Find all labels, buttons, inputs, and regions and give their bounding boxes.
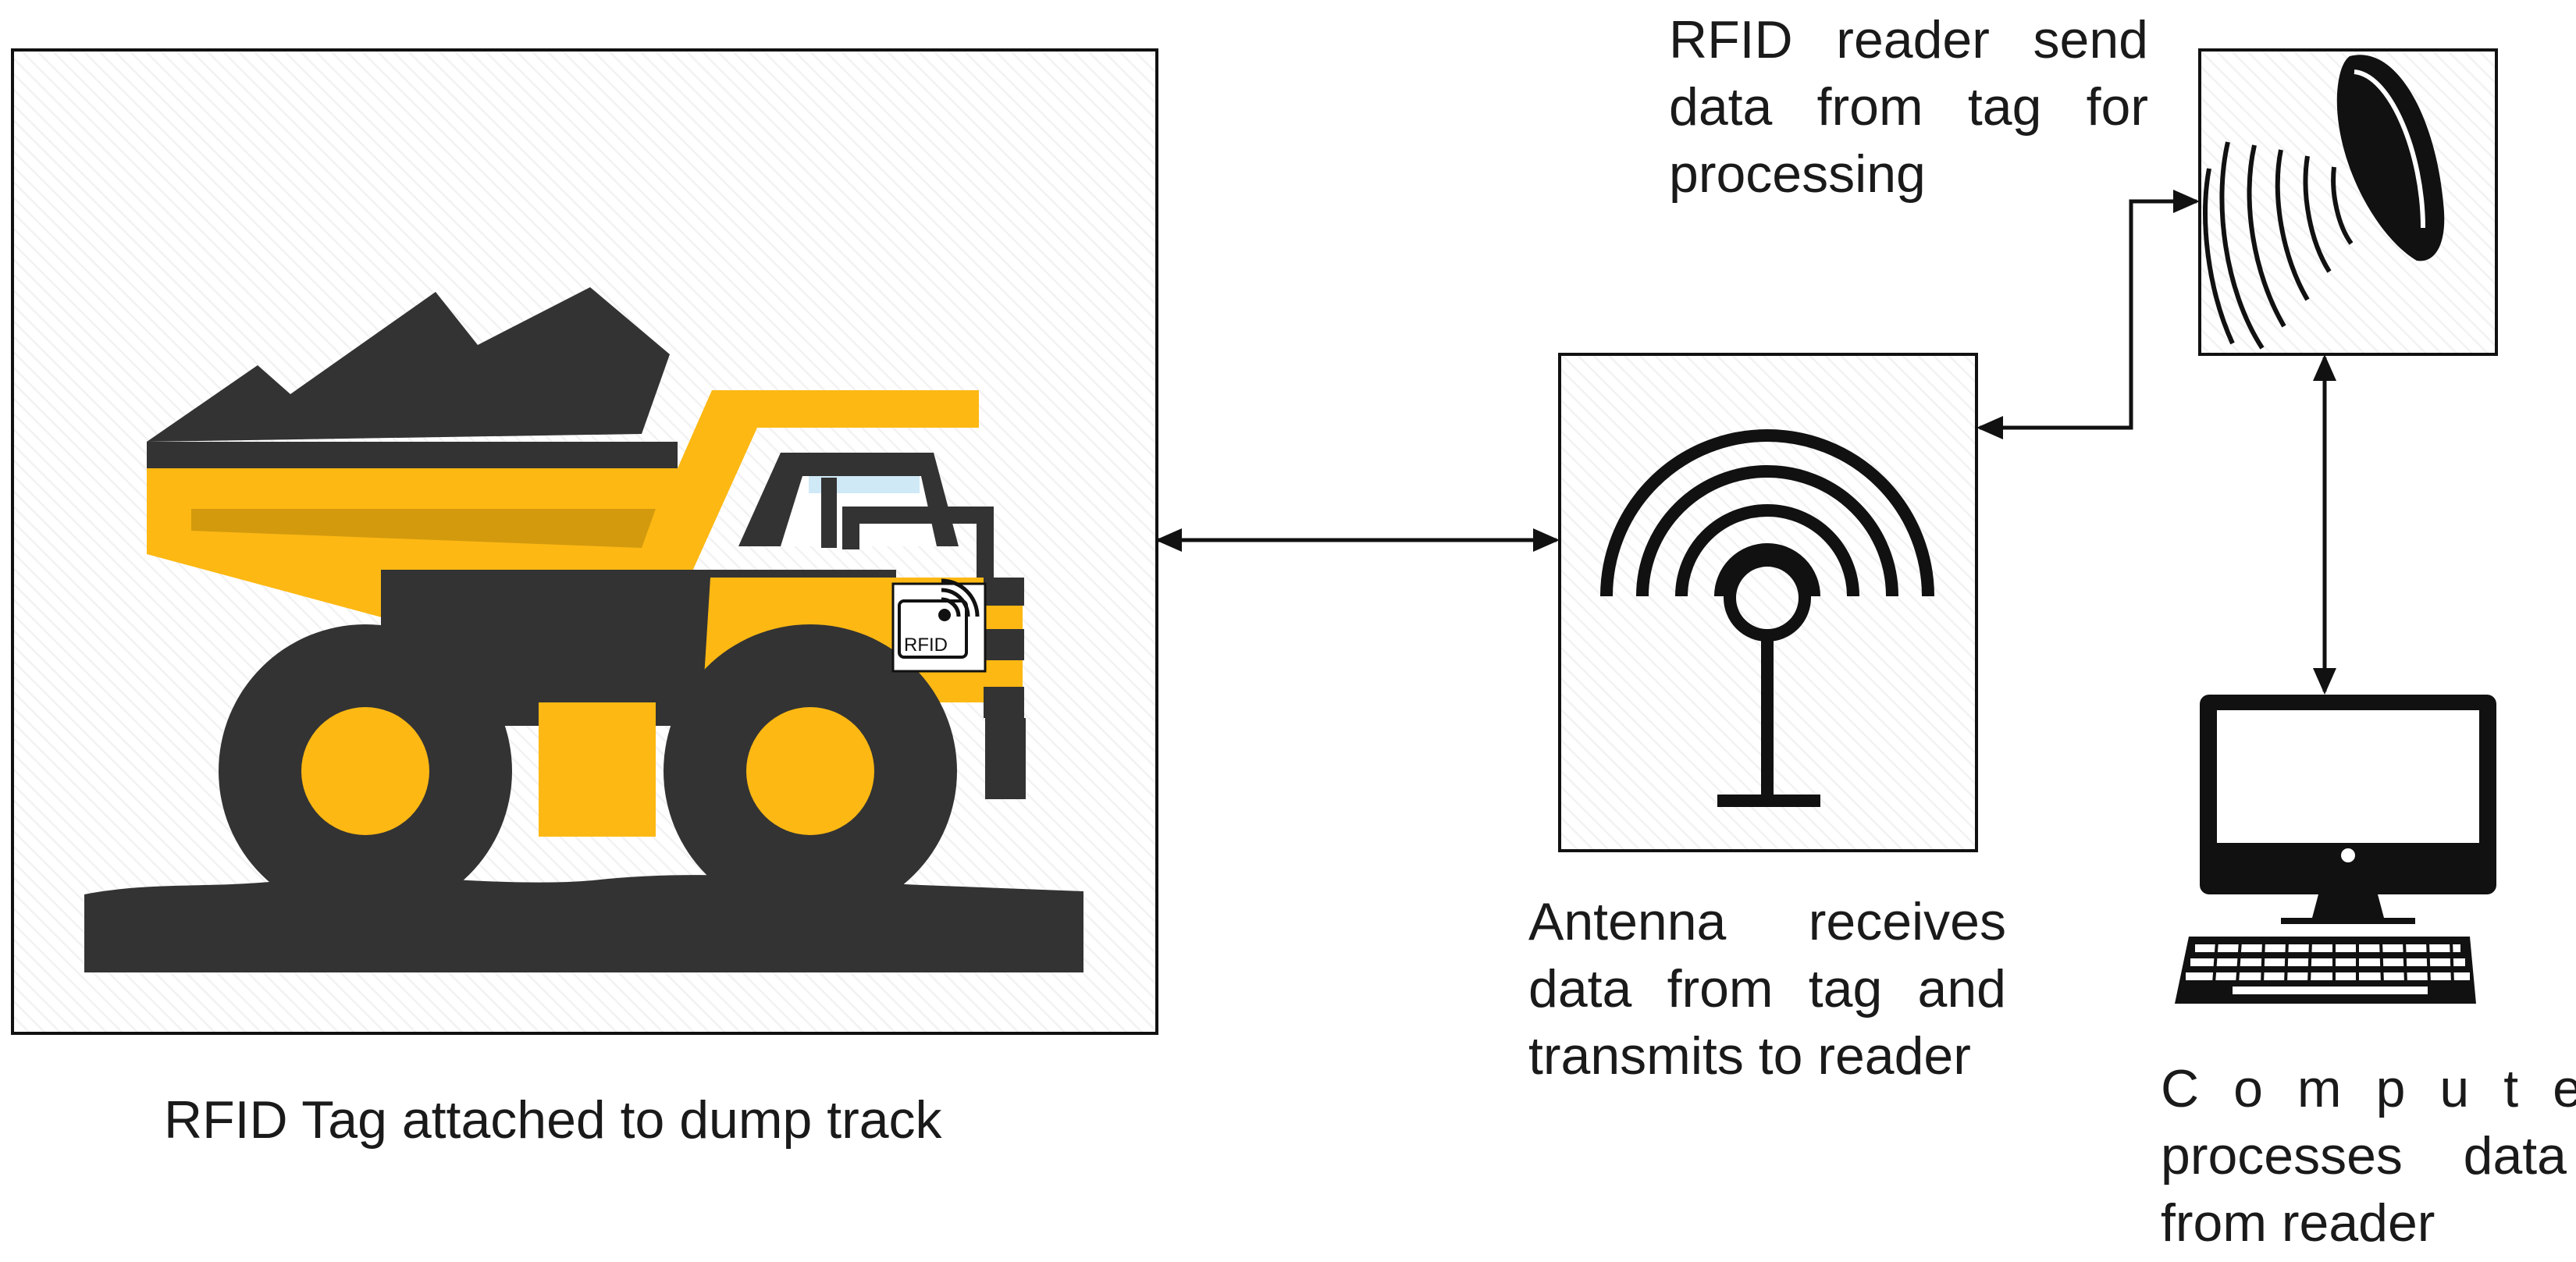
ground-shape	[84, 875, 1083, 972]
antenna-caption-line-2: data from tag and	[1528, 959, 2006, 1018]
reader-caption-line-3: processing	[1669, 144, 1926, 204]
monitor-stand	[2281, 894, 2415, 924]
fuel-tank	[539, 702, 656, 837]
keyboard-key-dividers	[2212, 940, 2454, 984]
rfid-tag: RFID	[891, 578, 987, 673]
truck-node: RFID	[11, 48, 1158, 1035]
dump-bed-shadow	[191, 509, 656, 548]
front-grille-stripe-1	[984, 578, 1024, 606]
antenna-caption-line-1: Antenna receives	[1528, 892, 2006, 951]
computer-node	[2175, 695, 2496, 1004]
connectors	[1155, 190, 2336, 695]
monitor-screen	[2217, 710, 2479, 843]
reader-icon	[2203, 55, 2445, 350]
coal-load	[147, 287, 670, 442]
reader-caption: RFID reader send data from tag for proce…	[1669, 6, 2148, 208]
computer-caption-line-2: processes data	[2161, 1126, 2567, 1186]
reader-caption-line-2: data from tag for	[1669, 77, 2148, 137]
antenna-caption-line-3: transmits to reader	[1528, 1026, 1971, 1086]
rfid-tag-label: RFID	[904, 635, 948, 656]
truck-caption: RFID Tag attached to dump track	[164, 1090, 942, 1150]
cab-pillar	[821, 478, 837, 548]
rfid-dot-icon	[938, 609, 951, 621]
front-grille-stripe-2	[984, 629, 1024, 660]
power-led-icon	[2341, 848, 2355, 862]
reader-caption-line-1: RFID reader send	[1669, 10, 2148, 69]
computer-caption-line-1: Computer	[2161, 1059, 2576, 1118]
antenna-icon	[1600, 429, 1934, 807]
rfid-wave-icon	[941, 578, 980, 617]
front-wheel-hub	[746, 707, 874, 835]
computer-caption: Computer processes data from reader	[2161, 1055, 2576, 1257]
front-bumper	[985, 718, 1026, 799]
rear-wheel-hub	[301, 707, 429, 835]
antenna-node	[1558, 353, 1978, 852]
keyboard-keys	[2186, 944, 2470, 994]
front-grille-stripe-3	[984, 687, 1024, 718]
antenna-caption: Antenna receives data from tag and trans…	[1528, 888, 2006, 1090]
dump-bed-edge	[147, 442, 678, 468]
antenna-reader-arrow	[1976, 190, 2200, 439]
exhaust-rail	[842, 507, 994, 578]
reader-node	[2198, 48, 2498, 356]
computer-caption-line-3: from reader	[2161, 1193, 2435, 1253]
